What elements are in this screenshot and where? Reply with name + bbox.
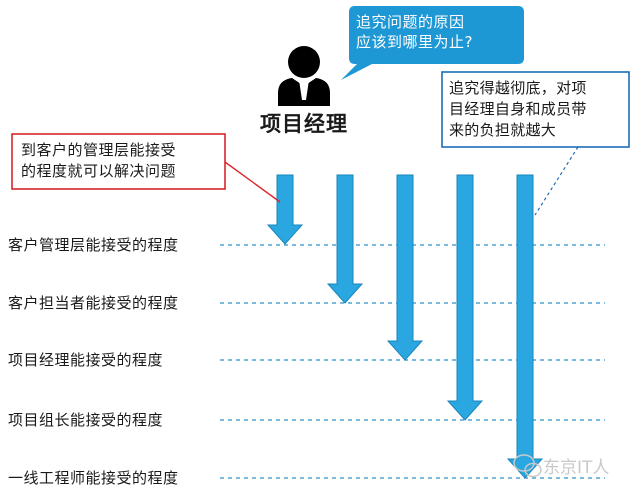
note-right-box [441,71,630,148]
speech-bubble-text: 追究问题的原因 应该到哪里为止? [356,13,473,51]
watermark-text: 东京IT人 [543,458,610,478]
note-left-box [11,133,226,190]
arrow-4 [446,174,484,421]
person-icon [278,46,330,106]
level-label-1: 客户管理层能接受的程度 [8,236,179,254]
level-label-5: 一线工程师能接受的程度 [8,469,179,487]
arrow-2 [326,174,364,304]
note-right-text: 追究得越彻底，对项 目经理自身和成员带 来的负担就越大 [449,79,587,139]
level-label-2: 客户担当者能接受的程度 [8,294,179,312]
level-label-3: 项目经理能接受的程度 [8,351,164,369]
note-left-connector [224,161,281,203]
note-right-connector [534,146,579,216]
note-left-text: 到客户的管理层能接受 的程度就可以解决问题 [21,141,177,180]
arrow-3 [386,174,424,361]
project-manager-title: 项目经理 [260,112,348,136]
arrow-1 [266,174,304,245]
speech-bubble [341,6,524,80]
level-label-4: 项目组长能接受的程度 [8,411,164,429]
arrow-5 [506,174,544,479]
wechat-icon [513,454,542,478]
